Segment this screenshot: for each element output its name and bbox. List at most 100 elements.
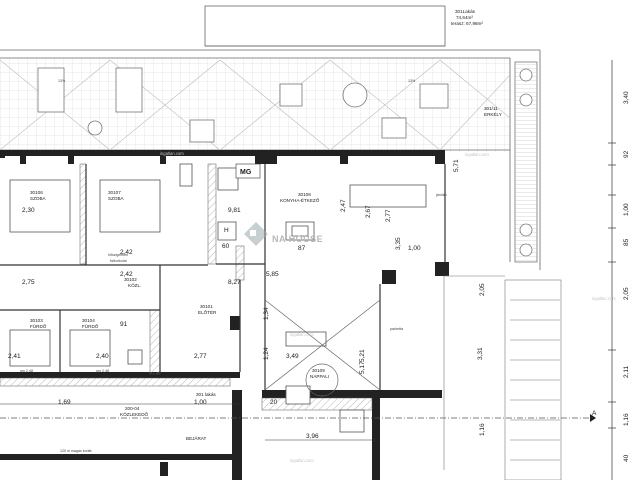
right-dimensions: 3,40 92 1,00 85 2,05 2,11 1,16 40 [623,91,630,462]
room-code: 301 lakás [196,392,216,397]
watermark-site-2: ingatlan.com [465,152,489,157]
dimension-value: 2,05 [623,287,630,300]
dimension-value: 60 [222,243,230,250]
dimension-value: 1,16 [479,423,486,436]
dimension-value: 2,75 [22,279,35,286]
interior-dimensions: 2,30 2,42 2,75 2,42 2,41 2,40 2,77 3,49 5,85 8,27… [8,159,486,440]
h-label: H [224,227,229,234]
right-stair [443,275,562,480]
watermark-site-3: ingatlan.com [290,332,314,337]
watermark-logo [244,222,268,246]
dimension-value: 5,21 [359,349,366,362]
dimension-value: 1,34 [263,307,270,320]
dimension-value: 5,17 [359,361,366,374]
dimension-value: 2,67 [365,205,372,218]
dimension-value: 3,40 [623,91,630,104]
dimension-value: 1,00 [408,245,421,252]
plan-note: pm 2,48 [20,369,33,373]
room-code: 30102 [124,277,137,282]
room-name: SZOBA [30,196,47,201]
slope-label: 13% [58,79,66,83]
watermark-brand: NA HOUSE [272,234,323,244]
room-code: 30106 [30,190,43,195]
dimension-value: 5,85 [266,271,279,278]
terrace-area: terasz: 67,98m² [451,21,483,26]
dimension-value: 1,16 [623,413,630,426]
dimension-value: 2,05 [479,283,486,296]
dimension-value: 2,77 [385,209,392,222]
dimension-value: 2,40 [96,353,109,360]
watermark-site-1: ingatlan.com [160,151,184,156]
dimension-value: 3,49 [286,353,299,360]
walls [0,150,449,480]
room-name: FÜRDŐ [82,323,99,329]
plan-note: falburkolat [110,259,127,263]
dimension-value: 2,11 [623,365,630,378]
room-labels: 30106 SZOBA 30107 SZOBA 30108 KONYHA-ÉTK… [30,106,502,441]
room-name: FÜRDŐ [30,323,47,329]
dimension-value: 2,30 [22,207,35,214]
room-name: KÖZL. [128,282,141,288]
watermark-site-4: ingatlan.com [290,458,314,463]
dimension-value: 8,27 [228,279,241,286]
plan-notes: hőszigetelés falburkolat járólap parketta pm… [20,193,447,453]
living-furniture [264,299,381,397]
watermark-site-5: ingatlan.com [592,296,616,301]
room-code: 30109 [312,368,325,373]
room-name: SZOBA [108,196,125,201]
plan-note: parketta [390,327,403,331]
dimension-value: 2,47 [340,199,347,212]
room-name: ERKÉLY [484,111,502,117]
dimension-value: 1,69 [58,399,71,406]
hatched-walls [0,163,373,411]
dimension-value: 87 [298,245,306,252]
room-code: 30104 [82,318,95,323]
dimension-value: 1,24 [263,347,270,360]
plan-note: pm 2,48 [96,369,109,373]
dimension-rail-right [608,60,616,480]
section-label: A [592,410,597,417]
dimension-rail-bottom [0,403,380,441]
dimension-value: 20 [270,399,278,406]
roof-diagonals [0,59,511,151]
section-arrow [590,414,596,422]
dimension-value: 2,42 [120,271,133,278]
room-name: ELŐTÉR [198,309,217,315]
plan-note: 120 m magas korlát [60,449,92,453]
room-code: 30103 [30,318,43,323]
plan-note: járólap [435,193,447,197]
dimension-value: 3,31 [477,347,484,360]
room-code: 301/11 [484,106,498,111]
interior-walls [0,164,446,390]
room-code: 30101 [200,304,213,309]
room-code: 30108 [298,192,311,197]
dimension-value: 3,35 [395,237,402,250]
room-name: BEJÁRAT [186,435,207,441]
mg-box [235,163,261,179]
dimension-value: 2,41 [8,353,21,360]
slope-label: 13% [408,79,416,83]
room-code: 200-04 [125,406,140,411]
room-name: NAPPALI [310,374,329,379]
dimension-value: 2,42 [120,249,133,256]
dimension-value: 2,77 [194,353,207,360]
plan-note: hőszigetelés [108,253,128,257]
dimension-value: 91 [120,321,128,328]
dimension-value: 3,96 [306,433,319,440]
dimension-value: 1,00 [194,399,207,406]
dimension-value: 85 [623,238,630,246]
dimension-value: 40 [623,454,630,462]
dimension-value: 92 [623,150,630,158]
terrace-furniture [37,61,538,263]
unit-title: 301Lakás [455,9,476,14]
dimension-value: 5,71 [453,159,460,172]
fixtures [9,163,427,433]
room-name: KONYHA-ÉTKEZŐ [280,197,320,203]
room-code: 30107 [108,190,121,195]
dimension-value: 1,00 [623,203,630,216]
dimension-value: 9,81 [228,207,241,214]
unit-area: 74,64m² [456,15,473,20]
room-name: KÖZLEKEDŐ [120,411,149,417]
mg-label: MG [240,169,252,176]
